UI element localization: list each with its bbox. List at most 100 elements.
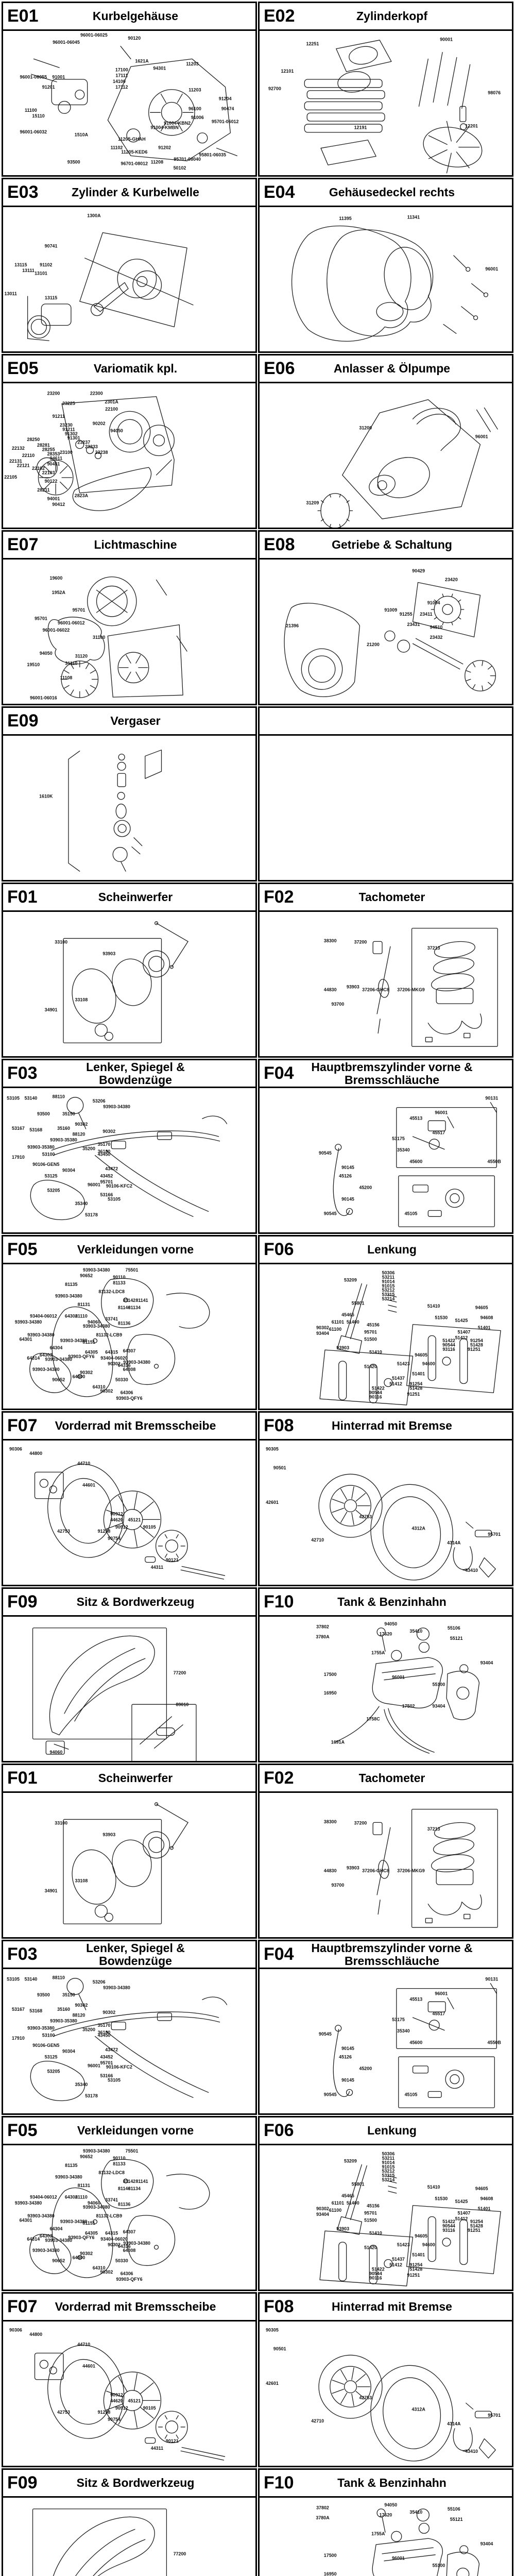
part-number: 91254: [470, 1338, 483, 1343]
part-number: 91302: [65, 431, 78, 436]
part-number: 90912: [115, 2405, 128, 2411]
part-number: 93903-34380: [83, 2205, 110, 2210]
part-number: 35200: [82, 1146, 95, 1151]
part-number: 64314: [27, 2236, 40, 2242]
part-number: 81110: [75, 2195, 88, 2200]
part-number: 90451: [47, 462, 60, 467]
part-number: 96001-06012: [58, 620, 85, 625]
part-number: 31100: [93, 635, 105, 640]
part-number: 90412: [52, 502, 65, 507]
part-number: 55106: [448, 2506, 460, 2512]
part-number: 45465: [341, 2193, 354, 2198]
part-number: 22131: [9, 459, 22, 464]
part-number: 45600: [409, 2040, 422, 2045]
part-number: 93903-34380: [55, 1293, 82, 1298]
part-number: 43472: [105, 2047, 118, 2053]
part-number: 53211: [382, 2156, 394, 2161]
part-number: 35160: [57, 1126, 70, 1131]
part-number: 11205-GHAH: [118, 137, 146, 142]
cell-title: Scheinwerfer: [98, 1771, 173, 1785]
part-number: 93903-34380: [83, 2148, 110, 2154]
part-number: 64304: [49, 2226, 62, 2231]
part-number: 95701: [35, 616, 47, 621]
part-number: 91251: [468, 1347, 480, 1352]
part-number: 11205-KED6: [121, 149, 147, 155]
part-number: 37200: [354, 1821, 367, 1826]
part-number: 96001-06025: [80, 32, 108, 38]
part-number: 11102: [111, 145, 123, 150]
parts-diagram-F06: 5320950306532119101491015532125321553214…: [316, 1270, 501, 1405]
part-number: 51425: [455, 2199, 468, 2204]
part-number: 94050: [110, 428, 123, 433]
part-number: 94301: [153, 66, 166, 71]
part-number: 11395: [339, 216, 351, 221]
part-number: 91009: [384, 607, 397, 613]
part-number: 95701: [364, 2210, 377, 2215]
part-number: 51412: [389, 1381, 402, 1386]
cell-code: F01: [7, 887, 38, 907]
part-number: 45105: [405, 1211, 418, 1216]
part-number: 42753: [359, 2395, 372, 2400]
part-number: 17500: [324, 1672, 337, 1677]
part-number: 81142: [123, 1298, 135, 1303]
part-number: 42710: [311, 1537, 324, 1543]
part-number: 91258: [98, 2410, 111, 2415]
part-number: 42601: [266, 1500, 279, 1505]
part-number: 23225: [62, 401, 75, 406]
part-number: 93404: [432, 1703, 445, 1708]
part-number: 81132-LDC8: [98, 1289, 125, 1294]
part-number: 45156: [367, 2203, 380, 2208]
part-number: 53100: [42, 2033, 55, 2038]
part-number: 51428: [409, 1386, 422, 1391]
part-number: 23230: [60, 422, 73, 428]
part-number: 93500: [67, 160, 80, 165]
part-number: 81133: [113, 2161, 125, 2166]
part-number: 53167: [12, 2007, 25, 2012]
part-number: 93903: [102, 951, 115, 956]
cell-code: F04: [264, 1944, 294, 1964]
part-number: 22121: [17, 463, 30, 468]
part-number: 11208: [151, 160, 163, 165]
part-number: 91204: [219, 96, 232, 101]
part-number: 51410: [427, 2184, 440, 2190]
part-number: 94605: [475, 1305, 488, 1310]
part-number: 45156: [367, 1322, 380, 1327]
parts-diagram-F06: 5320950306532119101491015532125321553214…: [316, 2151, 501, 2286]
part-number: 81132-LCB9: [96, 2213, 123, 2218]
part-number: 51423: [397, 1361, 410, 1366]
cell-title: Scheinwerfer: [98, 890, 173, 904]
part-number: 44710: [77, 1461, 90, 1466]
part-number: 81132-LCB9: [96, 1332, 123, 1337]
part-number: 33741: [105, 1316, 118, 1321]
part-number: 35160: [57, 2007, 70, 2012]
cell-title: Vorderrad mit Bremsscheibe: [55, 2300, 216, 2314]
part-number: 17910: [12, 1155, 25, 1160]
part-number: 45200: [359, 2066, 372, 2071]
cell-code: E06: [264, 359, 295, 378]
part-number: 19510: [27, 662, 40, 667]
part-number: 93903-34380: [32, 2248, 60, 2253]
part-number: 94050: [384, 2502, 397, 2507]
part-number: 45105: [405, 2092, 418, 2097]
part-number: 90545: [324, 2092, 337, 2097]
part-number: 64308: [123, 2248, 136, 2253]
part-number: 81131: [78, 1302, 90, 1307]
